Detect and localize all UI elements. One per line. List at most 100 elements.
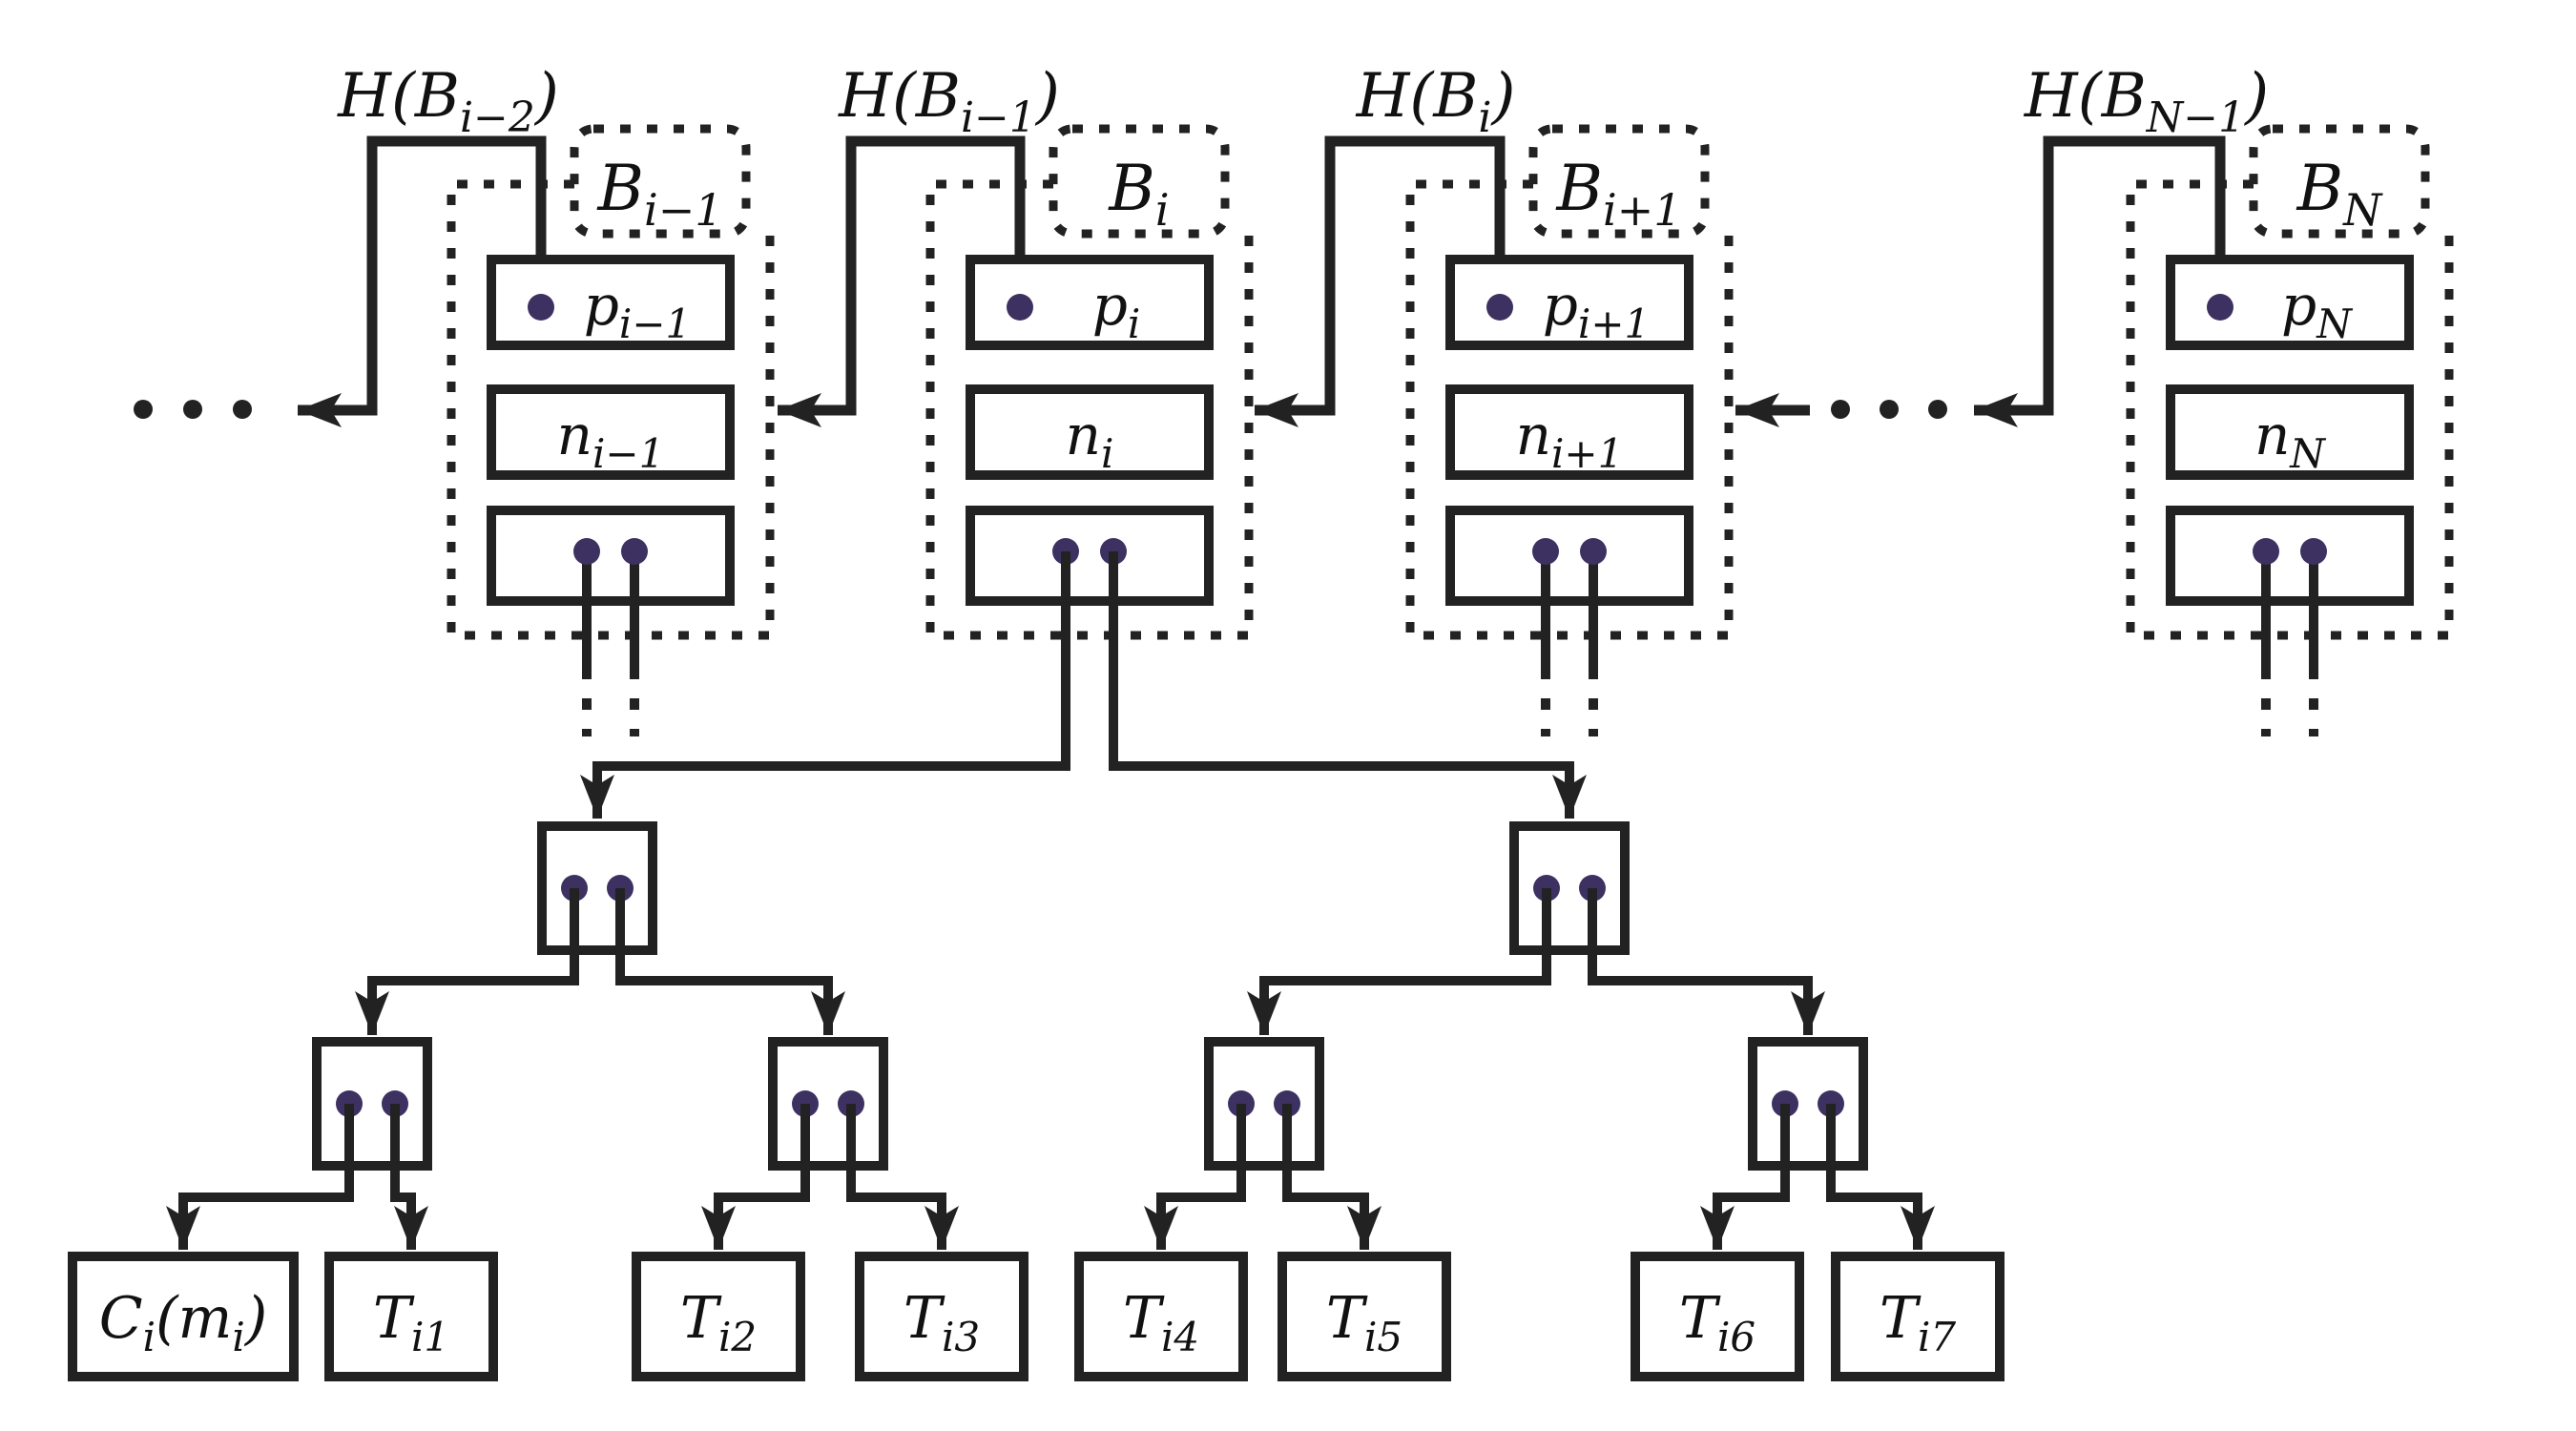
leaf-label: Ti6 (1679, 1285, 1755, 1360)
merkle-root-pointers-box (2166, 506, 2414, 606)
leaf-t-i4: Ti4 (1074, 1252, 1248, 1381)
block-name-box (2249, 124, 2430, 238)
merkle-node-box (1204, 1037, 1324, 1171)
leaf-connector (846, 1104, 959, 1250)
chain-continues-left-ellipsis (134, 400, 252, 419)
merkle-root-pointers-box (966, 506, 1214, 606)
hash-label-h-b-i-1: H(Bi−1) (838, 61, 1060, 142)
prev-pointer-label: pN (2281, 273, 2353, 347)
leaf-t-i1: Ti1 (324, 1252, 498, 1381)
leaf-label: Ci(mi) (99, 1285, 268, 1360)
block-name-box (1049, 124, 1230, 238)
leaf-connector (1826, 1104, 1935, 1250)
node-connector (355, 888, 579, 1035)
leaf-connector (701, 1104, 810, 1250)
block-name-label: Bi (1108, 152, 1169, 236)
merkle-root-pointers-box (487, 506, 735, 606)
block-b-i: Bi pi ni (925, 124, 1254, 640)
merkle-node-level1-right (1509, 821, 1630, 955)
merkle-pointer-dot-right (2300, 538, 2327, 565)
ellipsis-dot (233, 400, 252, 419)
block-b-n: BN pN nN (2126, 124, 2454, 736)
hash-pointer-arrow-b-i-to-b-i-1 (778, 135, 1026, 427)
block-name-box (570, 124, 751, 238)
ellipsis-dot (1880, 400, 1899, 419)
hash-chain-links (298, 135, 2226, 427)
root-to-right-node-connector (1109, 551, 1587, 819)
hash-pointer-arrow-to-previous-chain (298, 135, 547, 427)
merkle-node-level2-2 (768, 1037, 888, 1171)
ellipsis-dot (183, 400, 202, 419)
pointer-origin-dot (1486, 294, 1513, 321)
leaf-t-i3: Ti3 (855, 1252, 1028, 1381)
leaf-box (324, 1252, 498, 1381)
leaf-label: Ti4 (1123, 1285, 1199, 1360)
block-b-i+1: Bi+1 pi+1 ni+1 (1405, 124, 1734, 736)
merkle-root-pointers-box (1445, 506, 1693, 606)
leaf-label: Ti3 (904, 1285, 980, 1360)
prev-pointer-label: pi+1 (1543, 273, 1651, 347)
hash-label-h-b-n-1: H(BN−1) (2024, 61, 2269, 142)
root-to-left-node-connector (580, 551, 1070, 819)
merkle-pointer-dot-left (573, 538, 600, 565)
hash-pointer-arrow-b-n-to-chain (1974, 135, 2226, 427)
merkle-node-level2-1 (312, 1037, 432, 1171)
merkle-node-level2-4 (1748, 1037, 1868, 1171)
leaf-box (68, 1252, 299, 1381)
nonce-box (966, 384, 1214, 480)
leaf-label: Ti7 (1880, 1285, 1956, 1360)
leaf-label: Ti1 (373, 1285, 449, 1360)
hash-label-h-b-i-2: H(Bi−2) (337, 61, 559, 142)
nonce-label: nN (2254, 403, 2326, 477)
nonce-label: ni+1 (1516, 403, 1624, 477)
nonce-box (487, 384, 735, 480)
merkle-pointer-dot-right (621, 538, 648, 565)
leaf-box (632, 1252, 805, 1381)
prev-pointer-label: pi−1 (584, 273, 692, 347)
merkle-pointer-dot-left (1532, 538, 1559, 565)
merkle-node-box (312, 1037, 432, 1171)
block-name-label: Bi−1 (596, 152, 722, 236)
pointer-origin-dot (2207, 294, 2233, 321)
merkle-tree: Ci(mi) Ti1 Ti2 Ti3 Ti4 Ti5 Ti6 Ti7 (68, 551, 2005, 1381)
merkle-node-box (1509, 821, 1630, 955)
ellipsis-dot (1831, 400, 1850, 419)
block-outline-dashed (2126, 179, 2454, 640)
block-name-label: BN (2296, 152, 2384, 236)
chain-continues-right-ellipsis (1831, 400, 1947, 419)
node-connector (1247, 888, 1551, 1035)
node-connector (1588, 888, 1825, 1035)
leaf-t-i6: Ti6 (1631, 1252, 1804, 1381)
ellipsis-dot (1928, 400, 1947, 419)
leaf-box (1278, 1252, 1451, 1381)
leaf-t-i2: Ti2 (632, 1252, 805, 1381)
leaf-box (855, 1252, 1028, 1381)
leaf-box (1831, 1252, 2005, 1381)
leaf-connector (390, 1104, 428, 1250)
merkle-pointer-dot-right (1580, 538, 1607, 565)
merkle-node-box (768, 1037, 888, 1171)
block-outline-dashed (447, 179, 775, 640)
leaf-box (1074, 1252, 1248, 1381)
leaf-label: Ti2 (680, 1285, 757, 1360)
block-outline-dashed (1405, 179, 1734, 640)
leaf-label: Ti5 (1326, 1285, 1402, 1360)
nonce-label: ni−1 (557, 403, 665, 477)
merkle-pointer-dot-left (2253, 538, 2279, 565)
merkle-node-level1-left (537, 821, 657, 955)
merkle-node-box (537, 821, 657, 955)
block-outline-dashed (925, 179, 1254, 640)
merkle-node-box (1748, 1037, 1868, 1171)
leaf-t-i5: Ti5 (1278, 1252, 1451, 1381)
prev-pointer-label: pi (1092, 273, 1141, 347)
leaf-connector (1700, 1104, 1790, 1250)
leaf-box (1631, 1252, 1804, 1381)
leaf-connector (1144, 1104, 1246, 1250)
hash-pointer-arrow-b-i+1-to-b-i (1255, 135, 1506, 427)
prev-pointer-box (966, 255, 1214, 350)
block-name-box (1528, 124, 1710, 238)
block-name-label: Bi+1 (1555, 152, 1681, 236)
pointer-origin-dot (528, 294, 554, 321)
